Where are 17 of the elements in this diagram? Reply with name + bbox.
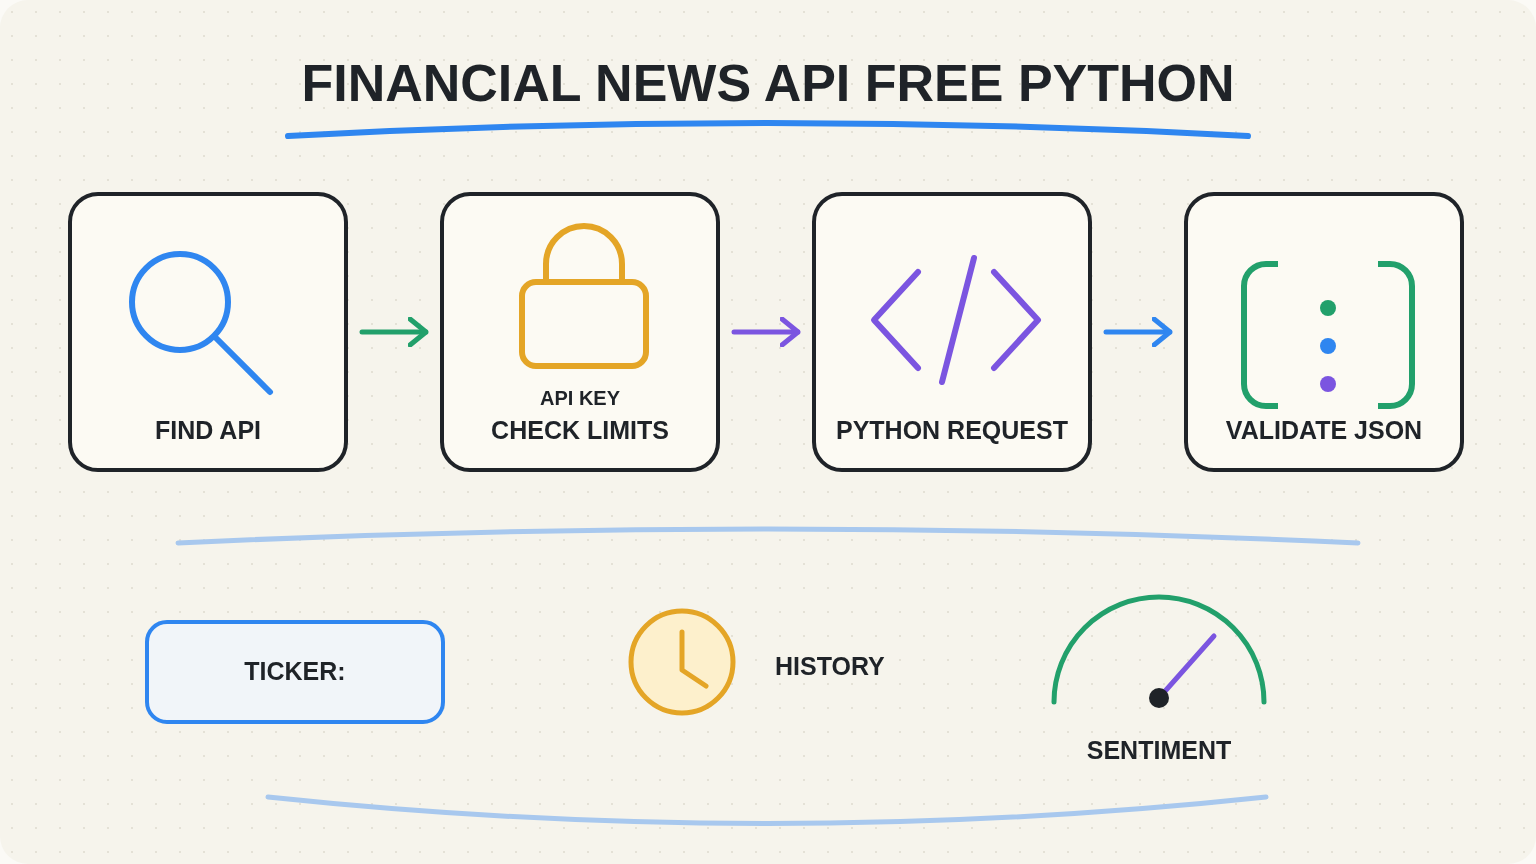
feature-label: SENTIMENT: [1086, 735, 1232, 766]
ticker-box: [145, 620, 445, 724]
node-label: PYTHON REQUEST: [836, 414, 1068, 446]
arrow: [359, 316, 429, 348]
feature-label: HISTORY: [775, 651, 885, 682]
node-label: CHECK LIMITS: [491, 414, 669, 446]
arrow: [731, 316, 801, 348]
arrow: [1103, 316, 1173, 348]
step-card: [812, 192, 1092, 472]
node-label: FIND API: [155, 414, 261, 446]
node-label: API KEY: [540, 385, 620, 411]
step-card: [1184, 192, 1464, 472]
step-card: [440, 192, 720, 472]
title: FINANCIAL NEWS API FREE PYTHON: [300, 53, 1236, 114]
node-label: VALIDATE JSON: [1225, 414, 1423, 446]
node-label: TICKER:: [244, 656, 346, 688]
step-card: [68, 192, 348, 472]
